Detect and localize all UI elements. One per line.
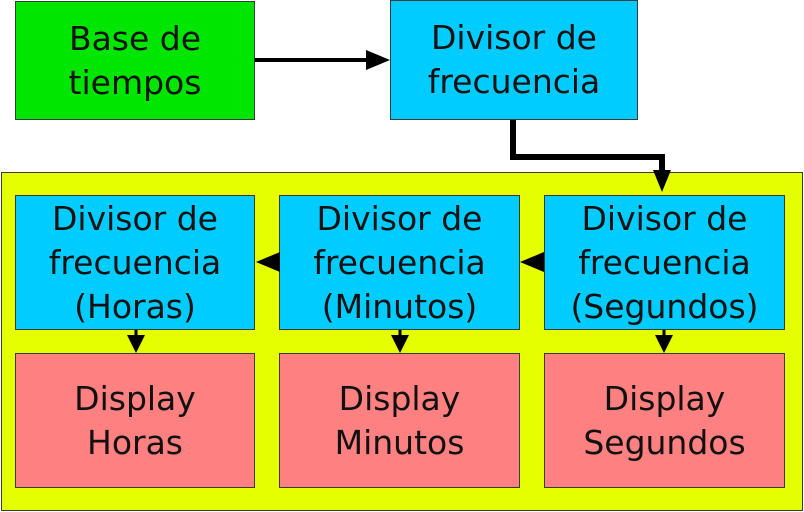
divider-hours-line3: (Horas) <box>74 286 196 326</box>
divider-minutes-line3: (Minutos) <box>321 286 478 326</box>
divider-seconds-line3: (Segundos) <box>570 286 759 326</box>
time-base-label-line1: Base de <box>68 18 202 58</box>
arrow-hours-to-display-head <box>127 335 145 353</box>
arrow-minutes-to-display-head <box>391 335 409 353</box>
display-minutes-block: Display Minutos <box>279 353 520 488</box>
divider-seconds-line1: Divisor de <box>581 198 748 238</box>
display-seconds-block: Display Segundos <box>544 353 785 488</box>
display-minutes-line1: Display <box>338 378 461 418</box>
arrow-seconds-to-display-head <box>655 335 673 353</box>
arrow-divider-to-seconds <box>510 120 665 174</box>
arrow-seconds-to-minutes-head <box>520 252 544 272</box>
divider-minutes-line1: Divisor de <box>316 198 483 238</box>
display-minutes-line2: Minutos <box>334 422 465 462</box>
display-hours-line2: Horas <box>87 422 183 462</box>
divider-minutes-line2: frecuencia <box>313 242 486 282</box>
time-base-label-line2: tiempos <box>68 62 202 102</box>
divider-hours-line1: Divisor de <box>52 198 218 238</box>
arrow-divider-to-seconds-head <box>653 170 671 192</box>
divider-hours-line2: frecuencia <box>48 242 222 282</box>
frequency-divider-label-line1: Divisor de <box>431 18 597 57</box>
display-hours-block: Display Horas <box>15 353 255 488</box>
divider-seconds-block: Divisor de frecuencia (Segundos) <box>544 195 785 330</box>
display-hours-line1: Display <box>74 378 196 418</box>
time-base-block: Base de tiempos <box>15 1 255 120</box>
display-seconds-line1: Display <box>603 378 726 418</box>
divider-hours-block: Divisor de frecuencia (Horas) <box>15 195 255 330</box>
frequency-divider-block: Divisor de frecuencia <box>390 0 638 120</box>
arrow-timebase-to-divider-head <box>366 50 390 70</box>
display-seconds-line2: Segundos <box>583 422 746 462</box>
divider-minutes-block: Divisor de frecuencia (Minutos) <box>279 195 520 330</box>
arrow-minutes-to-hours-head <box>256 252 280 272</box>
divider-seconds-line2: frecuencia <box>578 242 751 282</box>
frequency-divider-label-line2: frecuencia <box>427 62 601 101</box>
